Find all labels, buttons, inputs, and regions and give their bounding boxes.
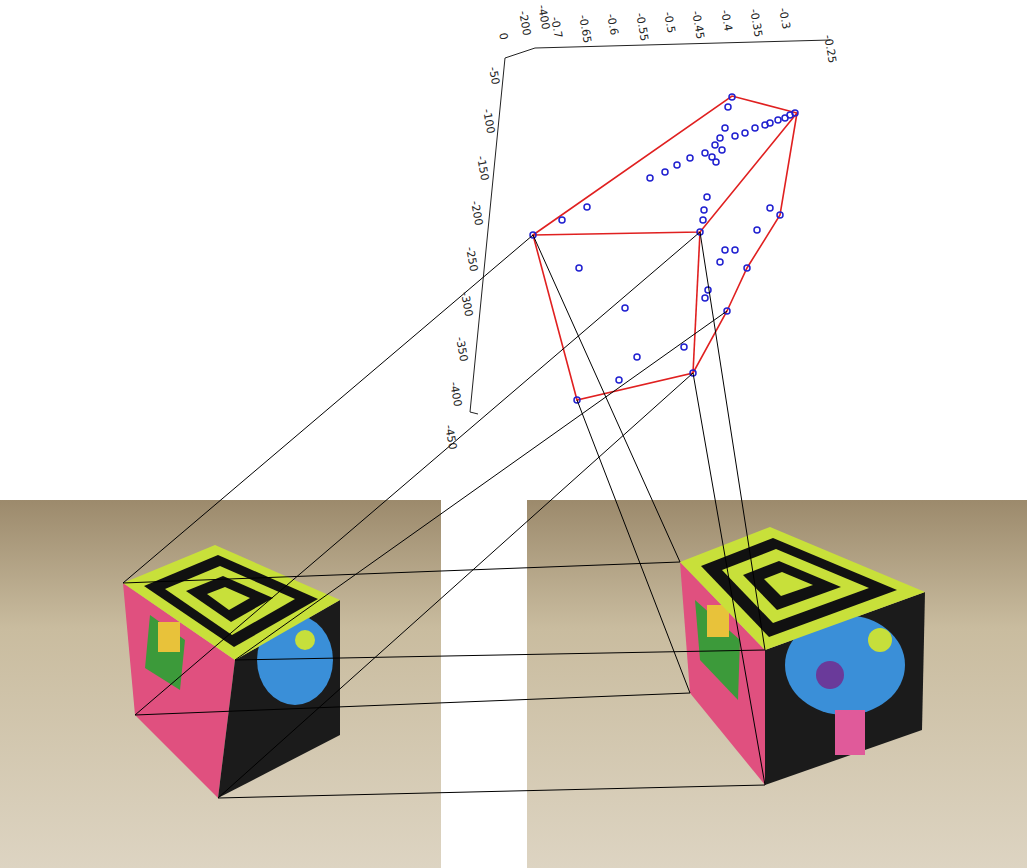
axis-tick-label: -250 xyxy=(464,246,479,272)
axis-tick-label: 0 xyxy=(497,32,509,41)
axis-tick-label: -150 xyxy=(475,155,490,181)
right-photo xyxy=(527,500,1027,868)
axis-tick-label: -300 xyxy=(459,291,474,317)
axis-tick-label: -0.55 xyxy=(634,12,650,42)
axis-tick-label: -0.35 xyxy=(748,8,764,38)
axis-tick-label: -0.45 xyxy=(690,10,706,40)
axis-tick-label: -0.7 xyxy=(549,16,564,39)
correspondence-lines xyxy=(123,232,765,798)
plot-axes xyxy=(470,40,830,414)
axis-tick-label: -0.3 xyxy=(777,7,792,30)
point-cloud xyxy=(530,94,798,403)
axis-tick-label: -200 xyxy=(517,10,532,36)
axis-tick-label: -0.5 xyxy=(662,11,677,34)
axis-tick-label: -0.4 xyxy=(719,9,734,32)
axis-tick-label: -200 xyxy=(469,200,484,226)
axis-tick-label: -400 xyxy=(448,381,463,407)
axis-tick-label: -350 xyxy=(454,336,469,362)
axis-tick-label: -450 xyxy=(443,424,458,450)
right-cube xyxy=(680,527,925,785)
axis-tick-label: -0.65 xyxy=(577,14,593,44)
axis-tick-label: -0.6 xyxy=(605,13,620,36)
axis-tick-label: -100 xyxy=(481,108,496,134)
axis-tick-label: -0.25 xyxy=(822,34,838,64)
axis-tick-label: -50 xyxy=(487,66,501,86)
left-cube xyxy=(123,545,340,798)
left-photo xyxy=(0,500,441,868)
